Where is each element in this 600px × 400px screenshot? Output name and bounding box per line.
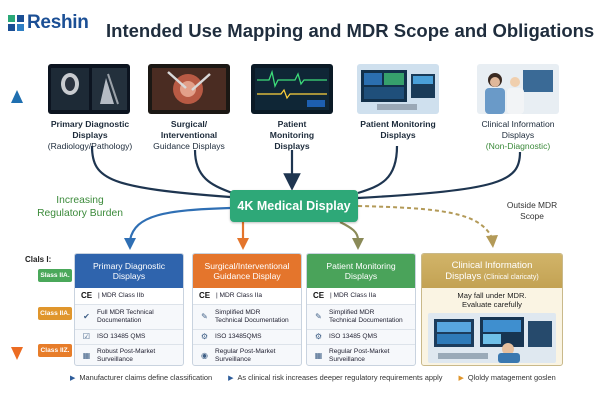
triangle-bullet-icon: ▶ [458, 374, 464, 382]
display-type-clinical-information: Clinical Information Displays (Non-Diagn… [481, 119, 555, 151]
class-row: CE | MDR Class IIa [307, 288, 415, 305]
ce-mark-icon: CE [313, 291, 325, 301]
display-type-surgical: Surgical/ Interventional Guidance Displa… [153, 119, 225, 151]
radiology-display-photo [48, 64, 130, 114]
ce-mark-icon: CE [199, 291, 211, 301]
footer-legend: ▶ Manufacturer claims define classificat… [70, 373, 590, 382]
reshin-logo-icon [8, 15, 24, 31]
qms-row: ⚙ ISO 13485 QMS [307, 330, 415, 345]
page-title: Intended Use Mapping and MDR Scope and O… [106, 20, 595, 41]
class-badge-iia-green: Slass IIA. [38, 269, 72, 282]
class-badge-iiz: Class IIZ. [38, 344, 72, 357]
edit-document-icon: ✎ [315, 312, 322, 322]
triangle-bullet-icon: ▶ [228, 374, 234, 382]
clinical-workstation-photo [428, 313, 556, 363]
card-header: Clinical Information Displays (Clinical … [422, 254, 562, 288]
target-icon: ◉ [201, 350, 208, 360]
regulatory-burden-label: Increasing Regulatory Burden [37, 195, 123, 219]
qms-row: ⚙ ISO 13485QMS [193, 330, 301, 345]
edit-document-icon: ✎ [201, 312, 208, 322]
chart-icon: ▦ [82, 350, 91, 360]
checklist-icon: ☑ [82, 332, 91, 342]
footer-item: ▶ Manufacturer claims define classificat… [70, 373, 213, 382]
monitoring-workstation-photo [357, 64, 439, 114]
clinical-staff-photo [477, 64, 559, 114]
document-check-icon: ✔ [83, 312, 90, 322]
ce-mark-icon: CE [81, 291, 93, 301]
class-row: CE | MDR Class IIa [193, 288, 301, 305]
evaluation-note: May fall under MDR. Evaluate carefully [457, 291, 527, 310]
central-device-box: 4K Medical Display [230, 190, 358, 222]
triangle-bullet-icon: ▶ [70, 374, 76, 382]
class-row: CE | MDR Class IIb [75, 288, 183, 305]
display-type-patient-monitoring-2: Patient Monitoring Displays [360, 119, 436, 140]
surgical-display-photo [148, 64, 230, 114]
class-legend-heading: Clals I: [25, 255, 52, 264]
class-badge-iia-orange: Class IIA. [38, 307, 72, 320]
brand-logo: Reshin [8, 12, 89, 34]
footer-item: ▶ Qloldy matagement goslen [458, 373, 556, 382]
footer-item: ▶ As clinical risk increases deeper regu… [228, 373, 443, 382]
card-clinical-information: Clinical Information Displays (Clinical … [421, 253, 563, 366]
chart-icon: ▦ [314, 350, 323, 360]
monitoring-display-photo [251, 64, 333, 114]
gear-icon: ⚙ [314, 332, 323, 342]
gear-icon: ⚙ [200, 332, 209, 342]
qms-row: ☑ ISO 13485 QMS [75, 330, 183, 345]
brand-name: Reshin [27, 12, 89, 33]
display-type-primary-diagnostic: Primary Diagnostic Displays (Radiology/P… [47, 119, 133, 151]
outside-mdr-scope-label: Outside MDR Scope [506, 200, 558, 221]
display-type-patient-monitoring: Patient Monitoring Displays [269, 119, 315, 151]
